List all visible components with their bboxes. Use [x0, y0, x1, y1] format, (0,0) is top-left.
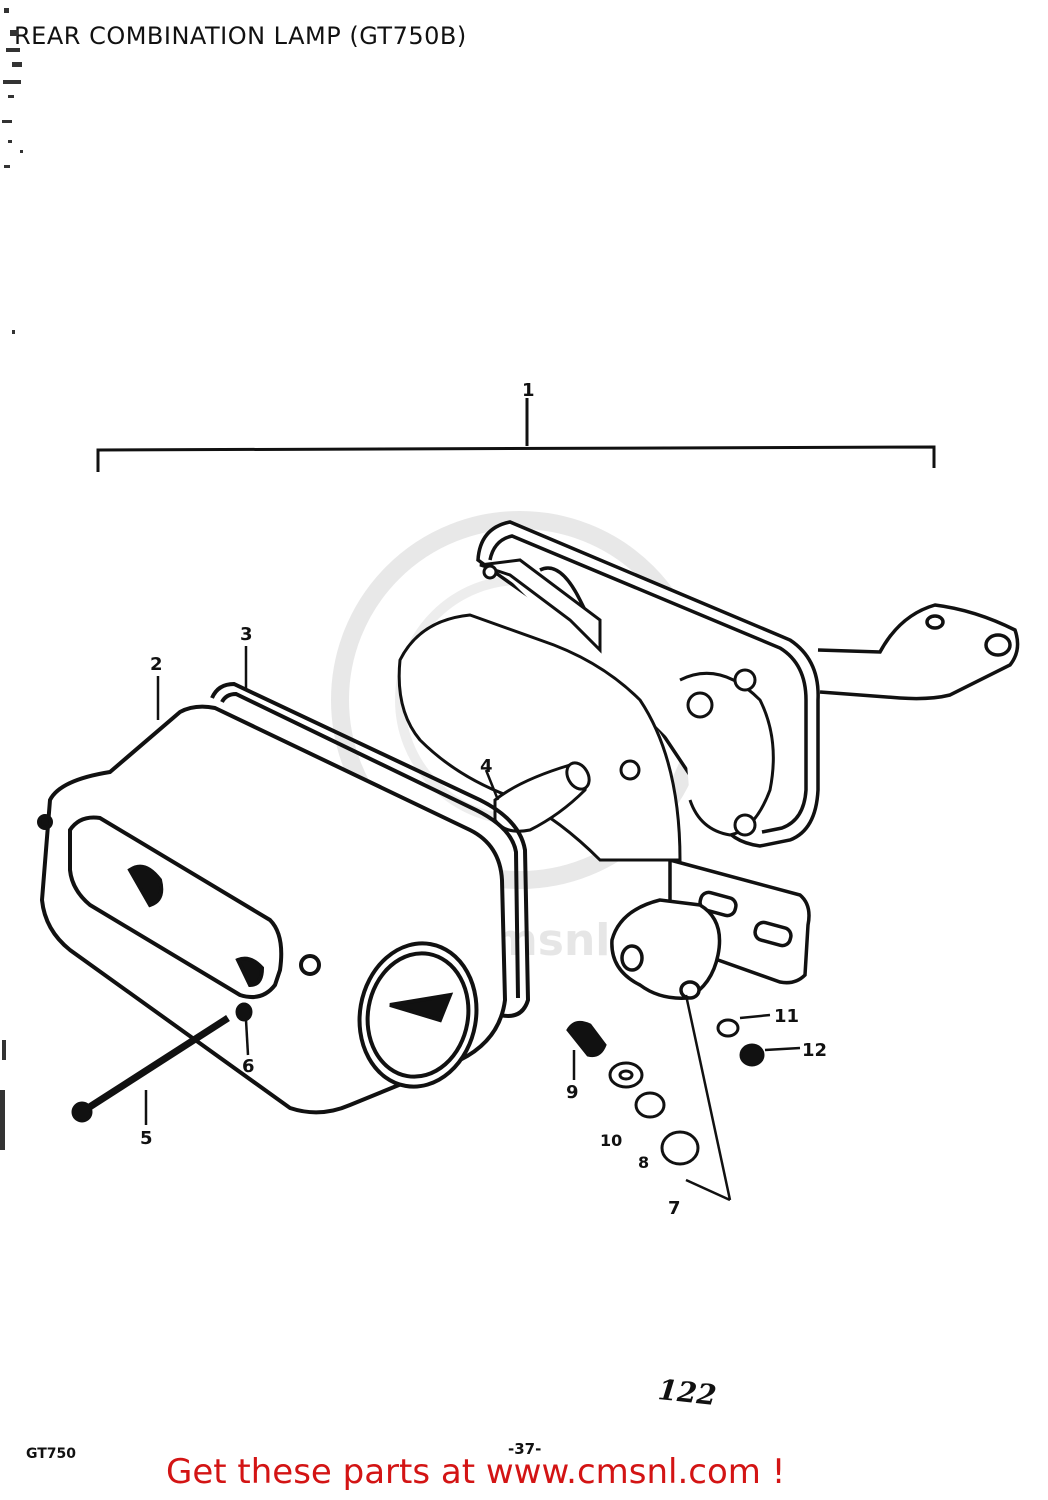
scan-specks	[0, 8, 23, 1150]
footer-link[interactable]: Get these parts at www.cmsnl.com !	[166, 1452, 786, 1492]
callout-3: 3	[240, 624, 253, 645]
callout-5: 5	[140, 1128, 153, 1149]
lens-screw	[71, 1002, 253, 1123]
callout-6: 6	[242, 1056, 255, 1077]
callout-11: 11	[774, 1006, 799, 1027]
hardware-parts	[566, 1018, 765, 1166]
callout-4: 4	[480, 756, 493, 777]
callout-1: 1	[522, 380, 535, 401]
gasket	[210, 681, 531, 1018]
callout-9: 9	[566, 1082, 579, 1103]
diagram-title: REAR COMBINATION LAMP (GT750B)	[14, 22, 467, 50]
page-number: -37-	[508, 1440, 542, 1458]
assembly-bracket	[96, 398, 936, 472]
callout-10: 10	[600, 1131, 622, 1150]
socket-housing	[397, 558, 775, 862]
callout-8: 8	[638, 1153, 649, 1172]
callout-7: 7	[668, 1198, 681, 1219]
model-code: GT750	[26, 1446, 77, 1462]
callout-12: 12	[802, 1040, 827, 1061]
bulb-socket	[493, 761, 591, 833]
callout-2: 2	[150, 654, 163, 675]
figure-number: 122	[656, 1373, 719, 1412]
lamp-lens	[37, 704, 508, 1115]
leader-lines	[144, 646, 801, 1202]
license-bracket	[610, 857, 811, 1000]
callouts: 1 2 3 4 5 6 7 8 9 10 11 12	[140, 380, 827, 1219]
